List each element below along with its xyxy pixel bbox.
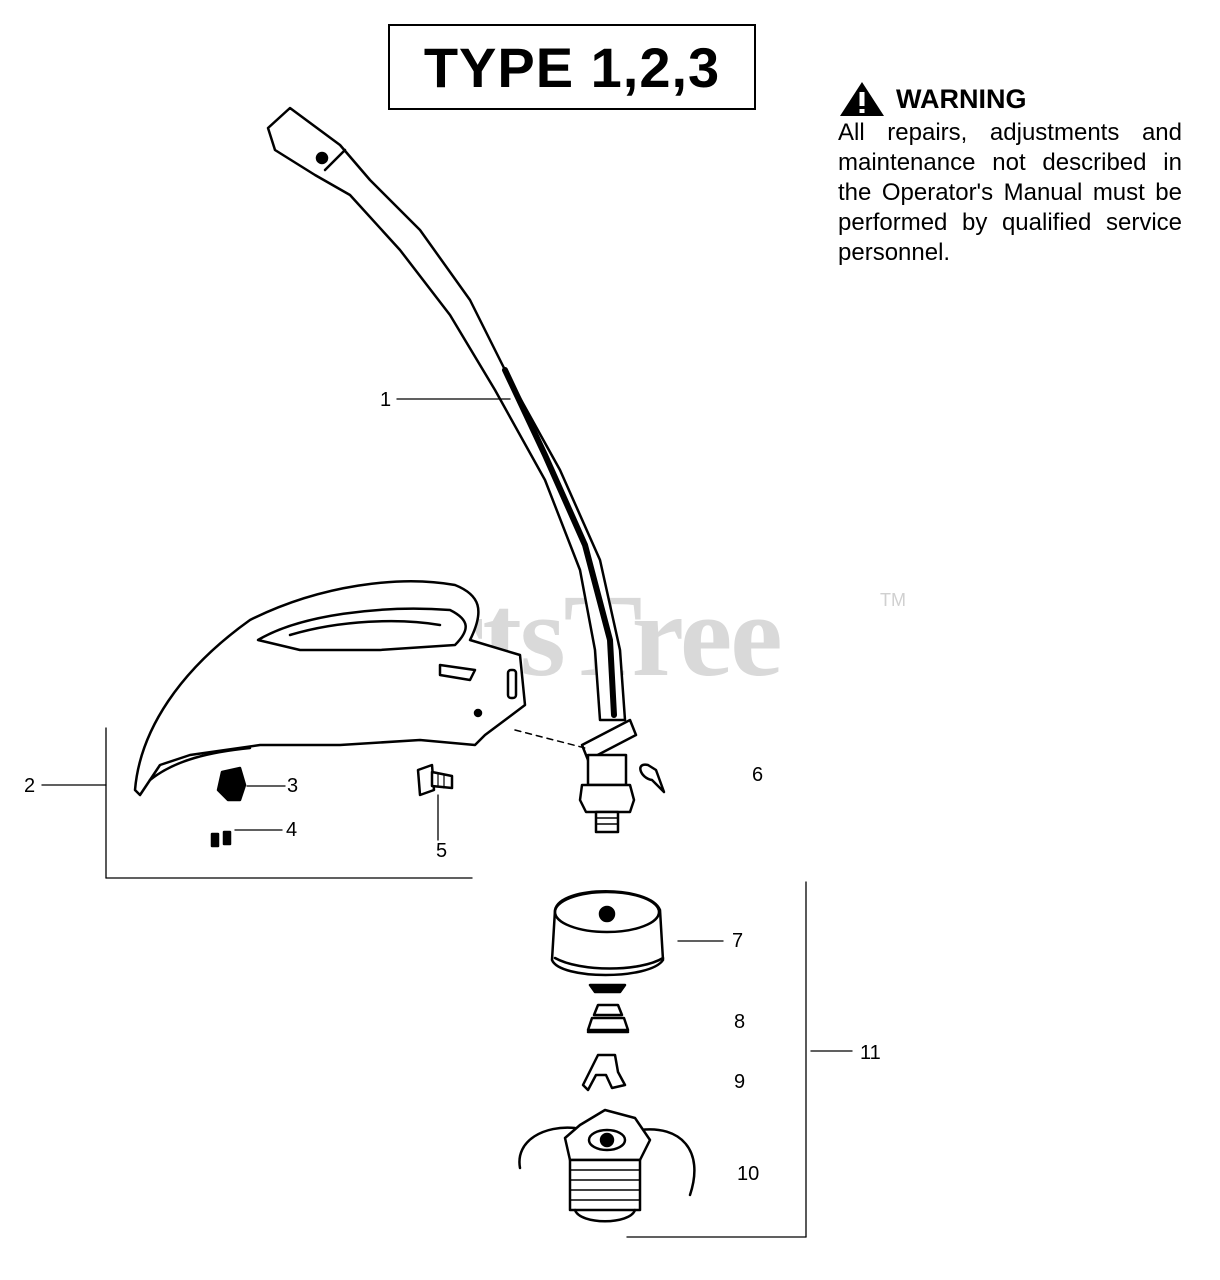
callout-2: 2 xyxy=(24,775,36,797)
leader-lines xyxy=(41,398,853,1238)
watermark-tm: TM xyxy=(880,590,906,610)
callout-7: 7 xyxy=(732,930,744,952)
bolt xyxy=(416,763,454,797)
retainer xyxy=(581,1053,627,1092)
warning-heading: WARNING xyxy=(838,80,1182,118)
callout-5: 5 xyxy=(436,840,448,862)
callout-11: 11 xyxy=(860,1042,881,1064)
callout-9: 9 xyxy=(734,1071,746,1093)
warning-title: WARNING xyxy=(896,84,1027,114)
warning-triangle-icon xyxy=(840,82,884,116)
spring xyxy=(586,1003,630,1034)
warning-text: All repairs, adjustments and maintenance… xyxy=(838,119,1182,266)
callout-1: 1 xyxy=(380,389,392,411)
callout-6: 6 xyxy=(752,764,764,786)
guard xyxy=(133,580,527,797)
screws xyxy=(210,830,232,848)
callout-3: 3 xyxy=(287,775,299,797)
cutter-blade xyxy=(216,766,247,802)
head-cover xyxy=(550,890,665,994)
spool xyxy=(518,1108,696,1223)
callout-4: 4 xyxy=(286,819,298,841)
callout-8: 8 xyxy=(734,1011,746,1033)
retaining-clip xyxy=(639,763,666,794)
shaft-tube xyxy=(266,106,638,834)
callout-10: 10 xyxy=(737,1163,760,1185)
warning-notice: WARNING All repairs, adjustments and mai… xyxy=(838,80,1182,268)
type-title: TYPE 1,2,3 xyxy=(388,24,756,110)
